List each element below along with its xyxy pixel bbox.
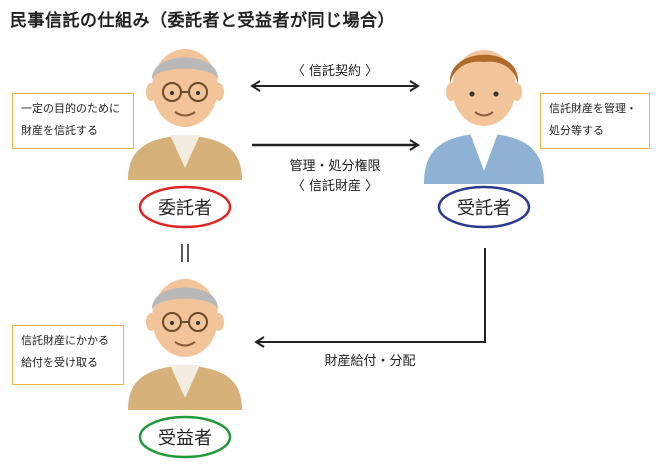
beneficiary-note: 信託財産にかかる 給付を受け取る	[12, 325, 124, 385]
trustee-note-line1: 信託財産を管理・	[549, 102, 637, 115]
management-label-line2: 〈 信託財産 〉	[291, 179, 379, 194]
trustee-note: 信託財産を管理・ 処分等する	[540, 93, 650, 149]
settlor-note-line2: 財産を信託する	[21, 124, 98, 137]
settlor-person-icon	[128, 49, 242, 180]
contract-label: 〈 信託契約 〉	[291, 64, 379, 79]
trustee-ring	[437, 185, 531, 229]
beneficiary-note-line2: 給付を受け取る	[21, 356, 98, 369]
trustee-label: 受託者	[457, 198, 511, 219]
settlor-ring	[138, 185, 232, 229]
trustee-note-line2: 処分等する	[549, 124, 604, 137]
beneficiary-note-line1: 信託財産にかかる	[21, 334, 109, 347]
distribution-label: 財産給付・分配	[324, 354, 416, 369]
settlor-label: 委託者	[158, 198, 212, 219]
beneficiary-label: 受益者	[158, 428, 212, 449]
distribution-arrow	[254, 248, 486, 348]
management-label-line1: 管理・処分権限	[289, 159, 381, 174]
beneficiary-ring	[138, 415, 232, 459]
beneficiary-person-icon	[128, 279, 242, 410]
settlor-note-line1: 一定の目的のために	[21, 102, 120, 115]
diagram-title: 民事信託の仕組み（委託者と受益者が同じ場合）	[10, 11, 395, 31]
trustee-person-icon	[424, 50, 544, 184]
settlor-note: 一定の目的のために 財産を信託する	[12, 93, 134, 149]
